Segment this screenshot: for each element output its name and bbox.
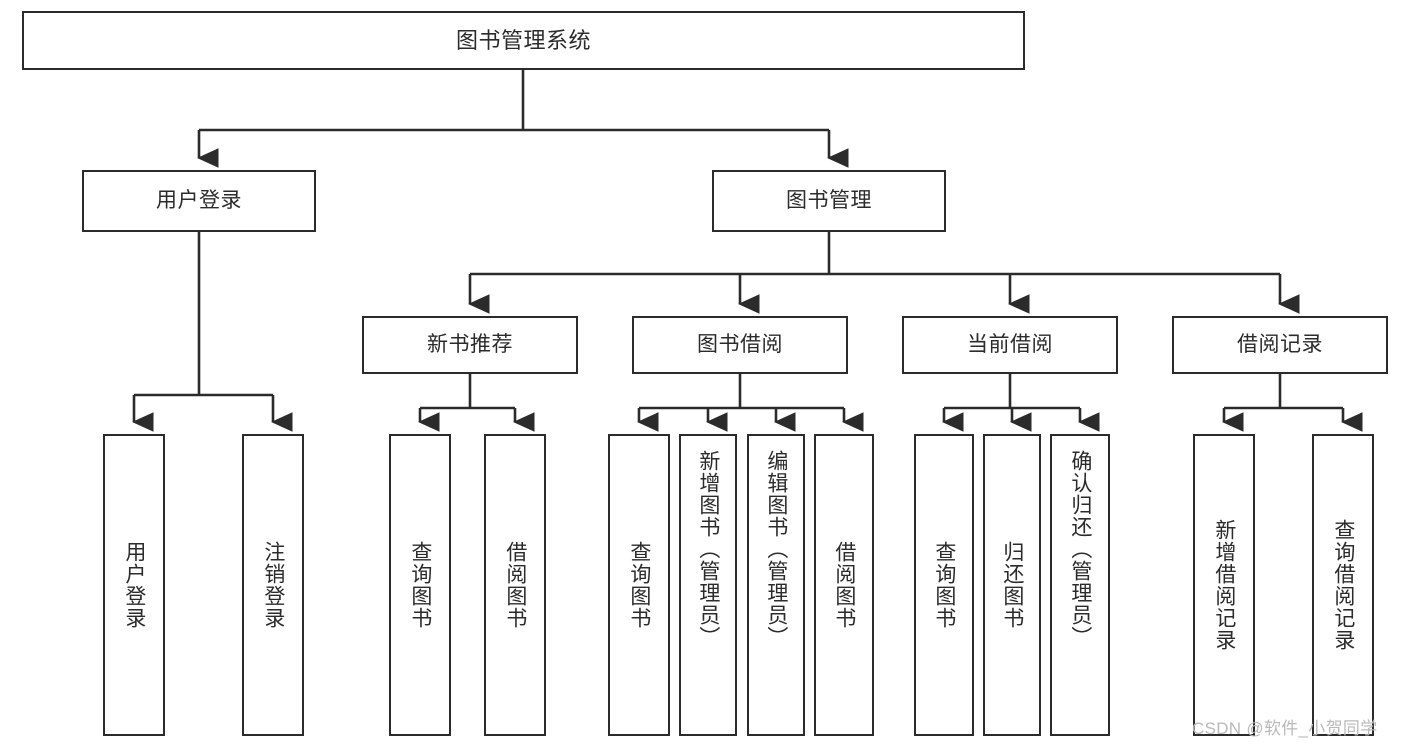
node-label: 用户登录 [156, 188, 242, 212]
node-label: 借阅图书 [832, 541, 856, 629]
node-current-borrow[interactable]: 当前借阅 [902, 316, 1118, 374]
csdn-watermark: CSDN @软件_小贺同学 [1192, 719, 1378, 738]
node-label: 查询图书 [627, 541, 651, 629]
node-label: 用户登录 [122, 541, 146, 629]
node-leaf-query-book-borrow[interactable]: 查询图书 [608, 434, 670, 736]
node-label: 新书推荐 [427, 332, 513, 356]
node-label: 借阅记录 [1237, 332, 1323, 356]
node-leaf-edit-book-admin[interactable]: 编辑图书（管理员） [747, 434, 805, 736]
node-leaf-return-book[interactable]: 归还图书 [983, 434, 1041, 736]
node-label: 图书借阅 [697, 332, 783, 356]
node-leaf-borrow-book[interactable]: 借阅图书 [814, 434, 874, 736]
node-leaf-confirm-return-admin[interactable]: 确认归还（管理员） [1050, 434, 1110, 736]
node-label: 查询借阅记录 [1331, 519, 1355, 651]
node-leaf-query-borrow-record[interactable]: 查询借阅记录 [1312, 434, 1374, 736]
node-label: 查询图书 [408, 541, 432, 629]
node-label: 确认归还（管理员） [1068, 450, 1092, 648]
node-label: 注销登录 [261, 541, 285, 629]
node-label: 新增图书（管理员） [696, 450, 720, 648]
node-label: 编辑图书（管理员） [764, 450, 788, 648]
node-label: 新增借阅记录 [1212, 519, 1236, 651]
node-label: 图书管理 [786, 188, 872, 212]
node-leaf-user-login[interactable]: 用户登录 [103, 434, 165, 736]
node-user-login[interactable]: 用户登录 [82, 170, 316, 232]
node-leaf-borrow-book-recommend[interactable]: 借阅图书 [484, 434, 546, 736]
node-root-system[interactable]: 图书管理系统 [22, 11, 1025, 70]
node-leaf-query-book-recommend[interactable]: 查询图书 [389, 434, 451, 736]
node-borrow-record[interactable]: 借阅记录 [1172, 316, 1388, 374]
node-new-book-recommend[interactable]: 新书推荐 [362, 316, 578, 374]
node-label: 图书管理系统 [455, 27, 591, 53]
node-book-manage[interactable]: 图书管理 [712, 170, 946, 232]
node-label: 归还图书 [1000, 541, 1024, 629]
node-label: 查询图书 [932, 541, 956, 629]
node-leaf-add-book-admin[interactable]: 新增图书（管理员） [679, 434, 737, 736]
node-leaf-query-book-current[interactable]: 查询图书 [914, 434, 974, 736]
node-book-borrow[interactable]: 图书借阅 [632, 316, 848, 374]
node-leaf-logout-login[interactable]: 注销登录 [242, 434, 304, 736]
node-label: 当前借阅 [967, 332, 1053, 356]
node-label: 借阅图书 [503, 541, 527, 629]
node-leaf-add-borrow-record[interactable]: 新增借阅记录 [1193, 434, 1255, 736]
